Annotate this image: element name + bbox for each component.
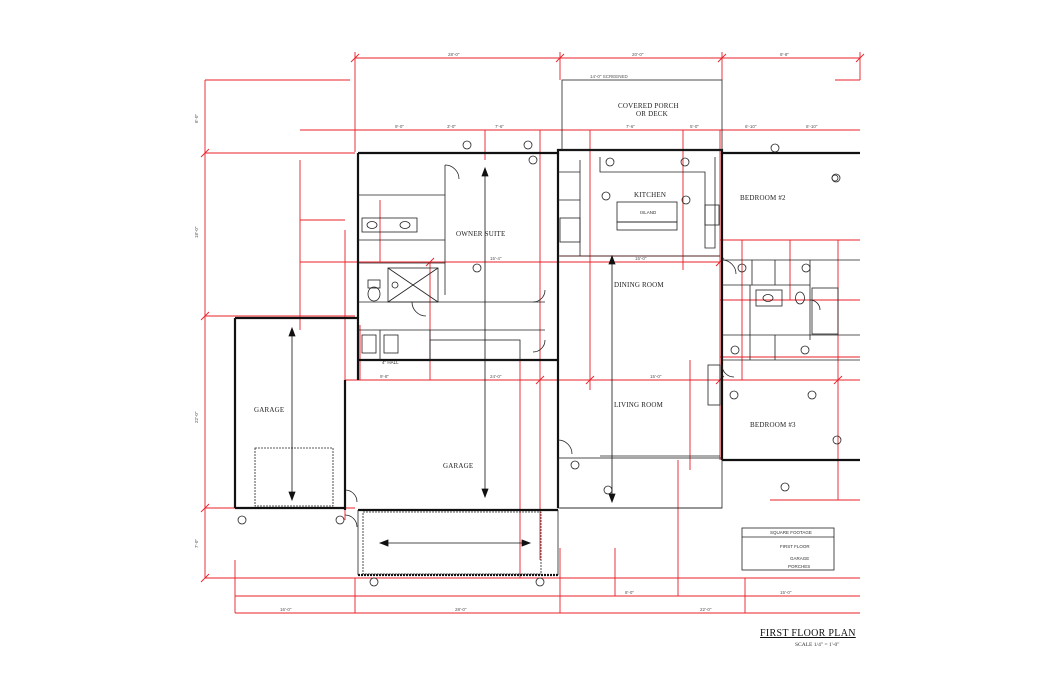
square-footage-first-floor: FIRST FLOOR bbox=[780, 544, 810, 549]
svg-text:15'-0": 15'-0" bbox=[650, 374, 662, 379]
dimension-texts: 28'-0" 20'-0" 8'-8" 14'-0" SCREENED 9'-0… bbox=[194, 52, 818, 612]
plan-title: FIRST FLOOR PLAN bbox=[760, 628, 856, 639]
svg-text:22'-0": 22'-0" bbox=[700, 607, 712, 612]
hall-label: 4" HALL bbox=[382, 360, 399, 365]
kitchen-label: KITCHEN bbox=[634, 191, 666, 199]
svg-text:8'-8": 8'-8" bbox=[780, 52, 789, 57]
dining-room-label: DINING ROOM bbox=[614, 281, 664, 289]
plan-scale: SCALE 1/4" = 1'-0" bbox=[795, 642, 840, 648]
svg-text:6'-10": 6'-10" bbox=[806, 124, 818, 129]
living-room-label: LIVING ROOM bbox=[614, 401, 664, 409]
interior-walls bbox=[254, 79, 860, 575]
svg-text:7'-6": 7'-6" bbox=[626, 124, 635, 129]
svg-text:18'-0": 18'-0" bbox=[194, 226, 199, 238]
svg-text:14'-0" SCREENED: 14'-0" SCREENED bbox=[590, 74, 628, 79]
island-label: ISLAND bbox=[640, 210, 657, 215]
svg-text:9'-8": 9'-8" bbox=[380, 374, 389, 379]
square-footage-garage: GARAGE bbox=[790, 556, 809, 561]
square-footage-heading: SQUARE FOOTAGE bbox=[770, 530, 812, 535]
svg-text:28'-0": 28'-0" bbox=[448, 52, 460, 57]
dimension-lines bbox=[200, 52, 865, 614]
svg-text:15'-0": 15'-0" bbox=[635, 256, 647, 261]
svg-text:7'-6": 7'-6" bbox=[495, 124, 504, 129]
svg-text:15'-4": 15'-4" bbox=[490, 256, 502, 261]
covered-porch-label: COVERED PORCH bbox=[618, 102, 679, 110]
fixtures bbox=[361, 204, 805, 354]
svg-text:22'-0": 22'-0" bbox=[194, 411, 199, 423]
svg-text:16'-0": 16'-0" bbox=[280, 607, 292, 612]
svg-text:5'-0": 5'-0" bbox=[690, 124, 699, 129]
bedroom-2-label: BEDROOM #2 bbox=[740, 194, 786, 202]
garage-main-label: GARAGE bbox=[443, 462, 473, 470]
bedroom-3-label: BEDROOM #3 bbox=[750, 421, 796, 429]
owner-suite-label: OWNER SUITE bbox=[456, 230, 505, 238]
covered-porch-sub-label: OR DECK bbox=[636, 110, 668, 118]
svg-text:9'-0": 9'-0" bbox=[395, 124, 404, 129]
svg-text:15'-0": 15'-0" bbox=[780, 590, 792, 595]
garage-left-label: GARAGE bbox=[254, 406, 284, 414]
span-arrows bbox=[288, 166, 616, 547]
light-fixtures bbox=[237, 140, 842, 587]
svg-text:24'-0": 24'-0" bbox=[490, 374, 502, 379]
svg-text:20'-0": 20'-0" bbox=[632, 52, 644, 57]
square-footage-porches: PORCHES bbox=[788, 564, 810, 569]
svg-text:28'-0": 28'-0" bbox=[455, 607, 467, 612]
svg-text:8'-0": 8'-0" bbox=[194, 114, 199, 123]
svg-text:6'-10": 6'-10" bbox=[745, 124, 757, 129]
svg-text:7'-0": 7'-0" bbox=[194, 539, 199, 548]
svg-text:8'-0": 8'-0" bbox=[625, 590, 634, 595]
svg-text:3'-0": 3'-0" bbox=[447, 124, 456, 129]
door-swings bbox=[344, 164, 821, 528]
exterior-walls bbox=[233, 148, 860, 577]
